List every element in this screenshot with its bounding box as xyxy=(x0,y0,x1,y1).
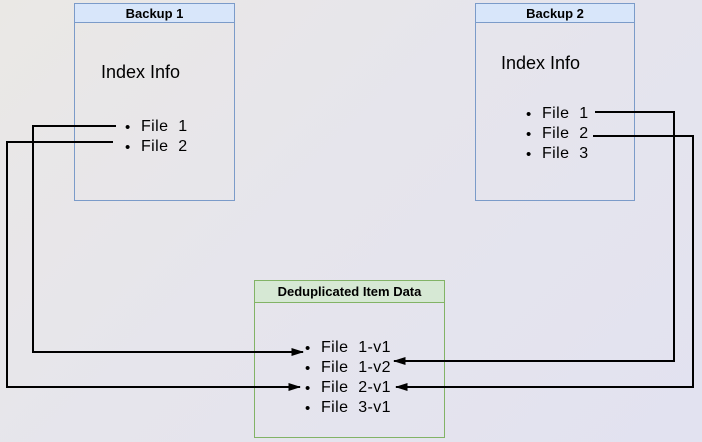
file-label: File 3 xyxy=(542,145,589,162)
file-label: File 1 xyxy=(141,118,188,135)
bullet-icon: • xyxy=(305,379,311,397)
backup1-header: Backup 1 xyxy=(75,4,234,23)
backup2-index-info-label: Index Info xyxy=(501,53,581,73)
dedup-file2-v1-item: • File 2-v1 xyxy=(305,378,391,398)
backup2-file1-item: • File 1 xyxy=(526,104,589,124)
backup1-box: Backup 1 Index Info • File 1 • File 2 xyxy=(74,3,235,201)
file-label: File 2-v1 xyxy=(321,379,391,396)
file-label: File 2 xyxy=(542,125,589,142)
bullet-icon: • xyxy=(526,105,532,123)
bullet-icon: • xyxy=(305,339,311,357)
dedup-file1-v1-item: • File 1-v1 xyxy=(305,338,391,358)
backup2-file2-item: • File 2 xyxy=(526,124,589,144)
file-label: File 2 xyxy=(141,138,188,155)
dedup-file-list: • File 1-v1 • File 1-v2 • File 2-v1 • Fi… xyxy=(305,338,391,418)
dedup-title: Deduplicated Item Data xyxy=(277,284,422,299)
backup1-file-list: • File 1 • File 2 xyxy=(125,117,188,157)
dedup-file3-v1-item: • File 3-v1 xyxy=(305,398,391,418)
file-label: File 1-v1 xyxy=(321,339,391,356)
backup1-index-info-label: Index Info xyxy=(101,62,181,82)
backup2-file3-item: • File 3 xyxy=(526,144,589,164)
backup2-header: Backup 2 xyxy=(476,4,634,23)
bullet-icon: • xyxy=(305,359,311,377)
file-label: File 1 xyxy=(542,105,589,122)
file-label: File 3-v1 xyxy=(321,399,391,416)
backup1-file2-item: • File 2 xyxy=(125,137,188,157)
backup2-file-list: • File 1 • File 2 • File 3 xyxy=(526,104,589,164)
dedup-file1-v2-item: • File 1-v2 xyxy=(305,358,391,378)
backup2-title: Backup 2 xyxy=(526,5,584,21)
file-label: File 1-v2 xyxy=(321,359,391,376)
bullet-icon: • xyxy=(526,145,532,163)
bullet-icon: • xyxy=(125,118,131,136)
deduplicated-item-data-box: Deduplicated Item Data • File 1-v1 • Fil… xyxy=(254,280,445,438)
bullet-icon: • xyxy=(125,138,131,156)
backup1-file1-item: • File 1 xyxy=(125,117,188,137)
bullet-icon: • xyxy=(305,399,311,417)
backup2-box: Backup 2 Index Info • File 1 • File 2 • … xyxy=(475,3,635,201)
backup1-title: Backup 1 xyxy=(125,5,184,21)
dedup-header: Deduplicated Item Data xyxy=(255,281,444,303)
bullet-icon: • xyxy=(526,125,532,143)
